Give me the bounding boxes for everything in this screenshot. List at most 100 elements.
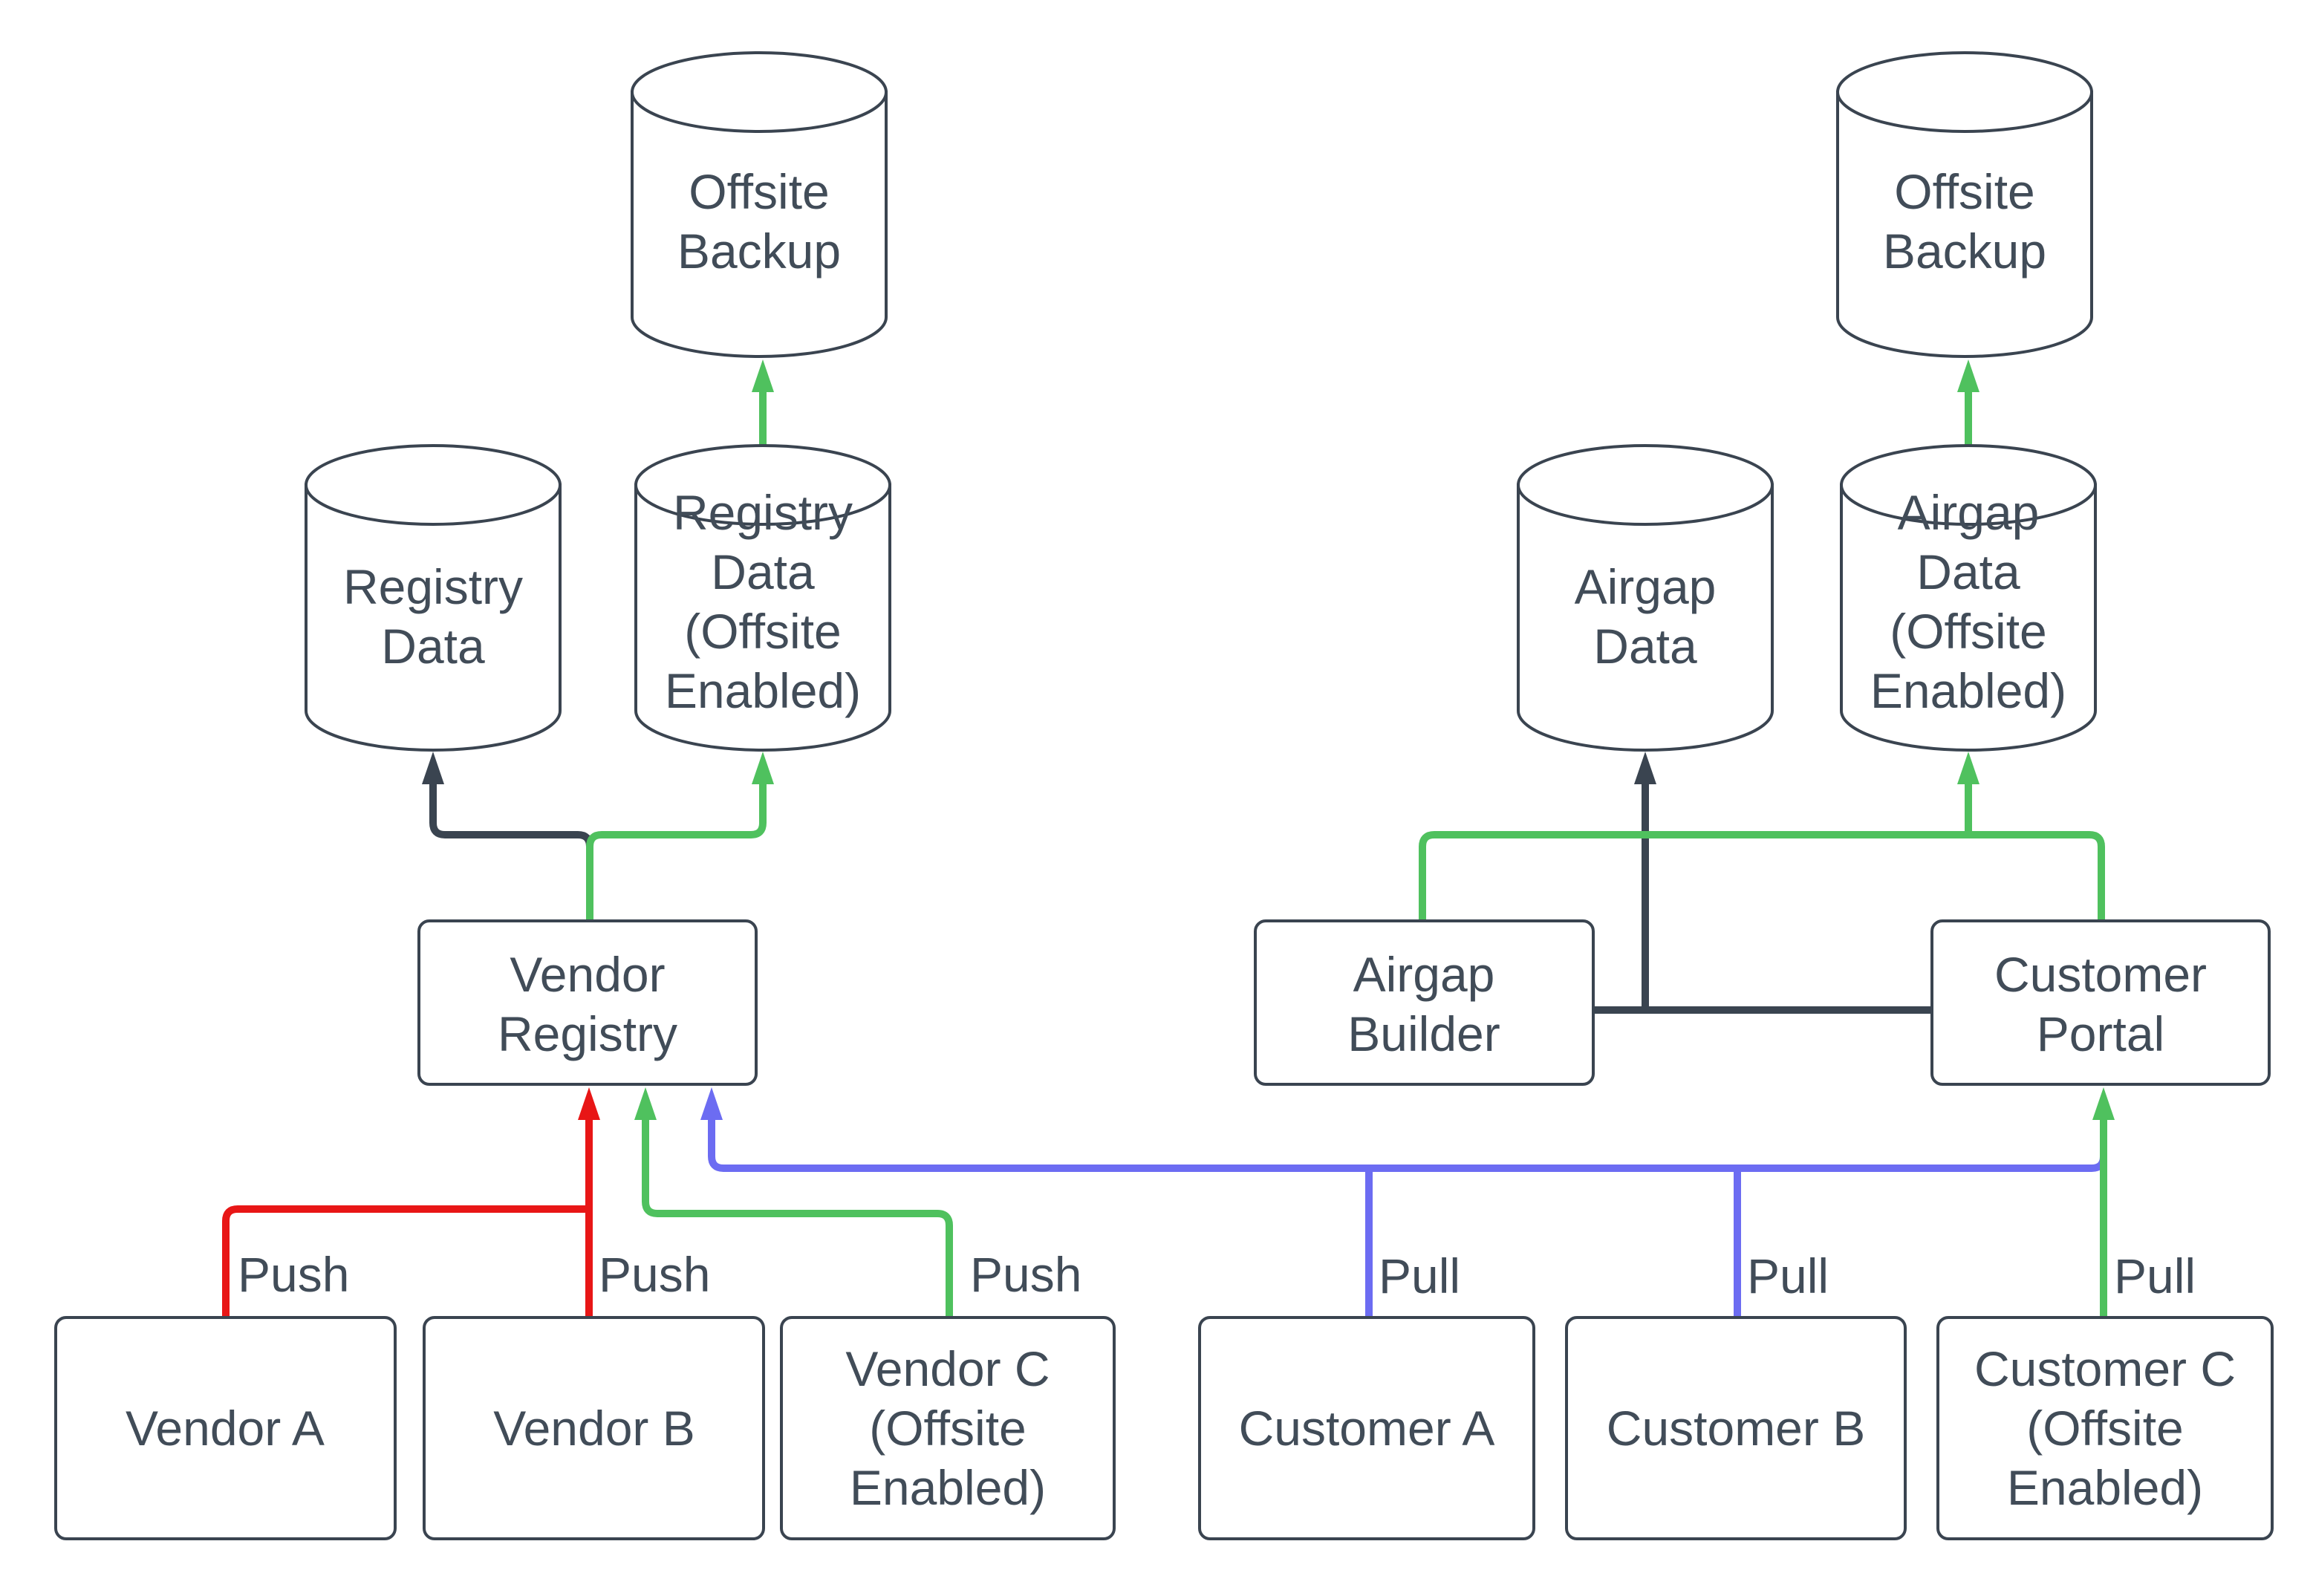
node-label: Enabled) [850, 1460, 1046, 1515]
node-label: (Offsite [2026, 1401, 2184, 1456]
edge-airgap-data-offsite-to-offsite-backup [1957, 359, 1979, 446]
node-label: Vendor A [126, 1401, 325, 1456]
node-label: Airgap [1353, 947, 1495, 1002]
node-label: Registry [343, 559, 523, 614]
box-vendor-c: Vendor C (Offsite Enabled) [780, 1316, 1116, 1540]
edge-line [222, 1205, 589, 1317]
box-border [1936, 1316, 2274, 1540]
cylinder-body [631, 91, 888, 358]
node-label: Enabled) [665, 663, 861, 718]
edge-bus-to-airgap-data-offsite [1957, 752, 1979, 835]
arrowhead-up-icon [752, 359, 774, 392]
arrowhead-up-icon [2092, 1087, 2115, 1120]
box-customer-c: Customer C (Offsite Enabled) [1936, 1316, 2274, 1540]
node-label: Offsite [1894, 164, 2035, 219]
arrowhead-up-icon [578, 1087, 600, 1120]
cylinder-body [1836, 91, 2093, 358]
box-border [1930, 919, 2271, 1086]
cylinder-body [634, 483, 891, 752]
database-registry-data-offsite: Registry Data (Offsite Enabled) [634, 444, 891, 752]
edge-registry-data-offsite-to-offsite-backup [752, 359, 774, 446]
box-border [417, 919, 758, 1086]
edge-vendor-registry-to-registry-data [422, 752, 593, 921]
box-border [54, 1316, 397, 1540]
node-label: Enabled) [1870, 663, 2066, 718]
node-label: Offsite [689, 164, 830, 219]
cylinder-top [1517, 444, 1774, 526]
box-border [1565, 1316, 1907, 1540]
node-label: Registry [498, 1006, 677, 1061]
box-border [1198, 1316, 1535, 1540]
edge-airgap-builder-to-airgap-data [1634, 752, 1656, 1010]
edge-pull-bus-to-vendor-registry [700, 1087, 2107, 1172]
edge-vendor-b-push [578, 1087, 600, 1317]
edge-line [429, 784, 593, 921]
node-label: Airgap [1898, 485, 2040, 540]
edge-customer-c-pull [2092, 1087, 2115, 1317]
arrowhead-up-icon [752, 752, 774, 784]
edge-line [586, 784, 767, 921]
edge-vendor-a-push [222, 1205, 589, 1317]
node-label: Data [381, 619, 485, 674]
edge-label-push: Push [238, 1247, 349, 1302]
node-label: Data [711, 544, 815, 599]
node-label: (Offsite [869, 1401, 1027, 1456]
database-airgap-data-offsite: Airgap Data (Offsite Enabled) [1840, 444, 2097, 752]
cylinder-top [631, 51, 888, 133]
box-customer-b: Customer B [1565, 1316, 1907, 1540]
node-label: Airgap [1575, 559, 1717, 614]
box-airgap-builder: Airgap Builder [1254, 919, 1595, 1086]
arrowhead-up-icon [1957, 752, 1979, 784]
node-label: Vendor [510, 947, 665, 1002]
node-label: Customer A [1239, 1401, 1495, 1456]
database-airgap-data: Airgap Data [1517, 444, 1774, 752]
node-label: Vendor B [493, 1401, 695, 1456]
edge-vendor-c-push [634, 1087, 953, 1317]
node-label: (Offsite [1890, 604, 2047, 659]
node-label: Customer [1994, 947, 2207, 1002]
node-label: Backup [677, 224, 841, 279]
node-label: Backup [1883, 224, 2046, 279]
database-offsite-backup-left: Offsite Backup [631, 51, 888, 358]
arrowhead-up-icon [634, 1087, 657, 1120]
database-offsite-backup-right: Offsite Backup [1836, 51, 2093, 358]
cylinder-top [634, 444, 891, 526]
box-vendor-b: Vendor B [423, 1316, 765, 1540]
edge-label-pull: Pull [1747, 1248, 1829, 1303]
box-border [1254, 919, 1595, 1086]
arrowhead-up-icon [700, 1087, 723, 1120]
arrowhead-up-icon [1957, 359, 1979, 392]
edge-line [1419, 831, 2105, 921]
cylinder-top [1836, 51, 2093, 133]
box-customer-portal: Customer Portal [1930, 919, 2271, 1086]
box-vendor-a: Vendor A [54, 1316, 397, 1540]
database-registry-data: Registry Data [305, 444, 562, 752]
cylinder-top [305, 444, 562, 526]
cylinder-body [305, 483, 562, 752]
node-label: Registry [673, 485, 853, 540]
edge-customer-portal-airgap-builder-bus [1419, 831, 2105, 921]
edge-label-push: Push [599, 1247, 710, 1302]
edge-label-pull: Pull [2114, 1248, 2196, 1303]
edge-line [708, 1120, 2107, 1172]
node-label: Data [1593, 619, 1697, 674]
node-label: Builder [1347, 1006, 1500, 1061]
arrowhead-up-icon [1634, 752, 1656, 784]
node-label: (Offsite [684, 604, 842, 659]
node-label: Customer B [1607, 1401, 1865, 1456]
node-label: Vendor C [845, 1341, 1050, 1396]
cylinder-top [1840, 444, 2097, 526]
edge-label-push: Push [970, 1247, 1081, 1302]
box-customer-a: Customer A [1198, 1316, 1535, 1540]
node-label: Customer C [1974, 1341, 2236, 1396]
edge-line [642, 1120, 953, 1317]
cylinder-body [1840, 483, 2097, 752]
cylinder-body [1517, 483, 1774, 752]
edge-label-pull: Pull [1379, 1248, 1460, 1303]
box-border [423, 1316, 765, 1540]
edge-vendor-registry-to-registry-data-offsite [586, 752, 774, 921]
box-vendor-registry: Vendor Registry [417, 919, 758, 1086]
node-label: Portal [2037, 1006, 2164, 1061]
box-border [780, 1316, 1116, 1540]
